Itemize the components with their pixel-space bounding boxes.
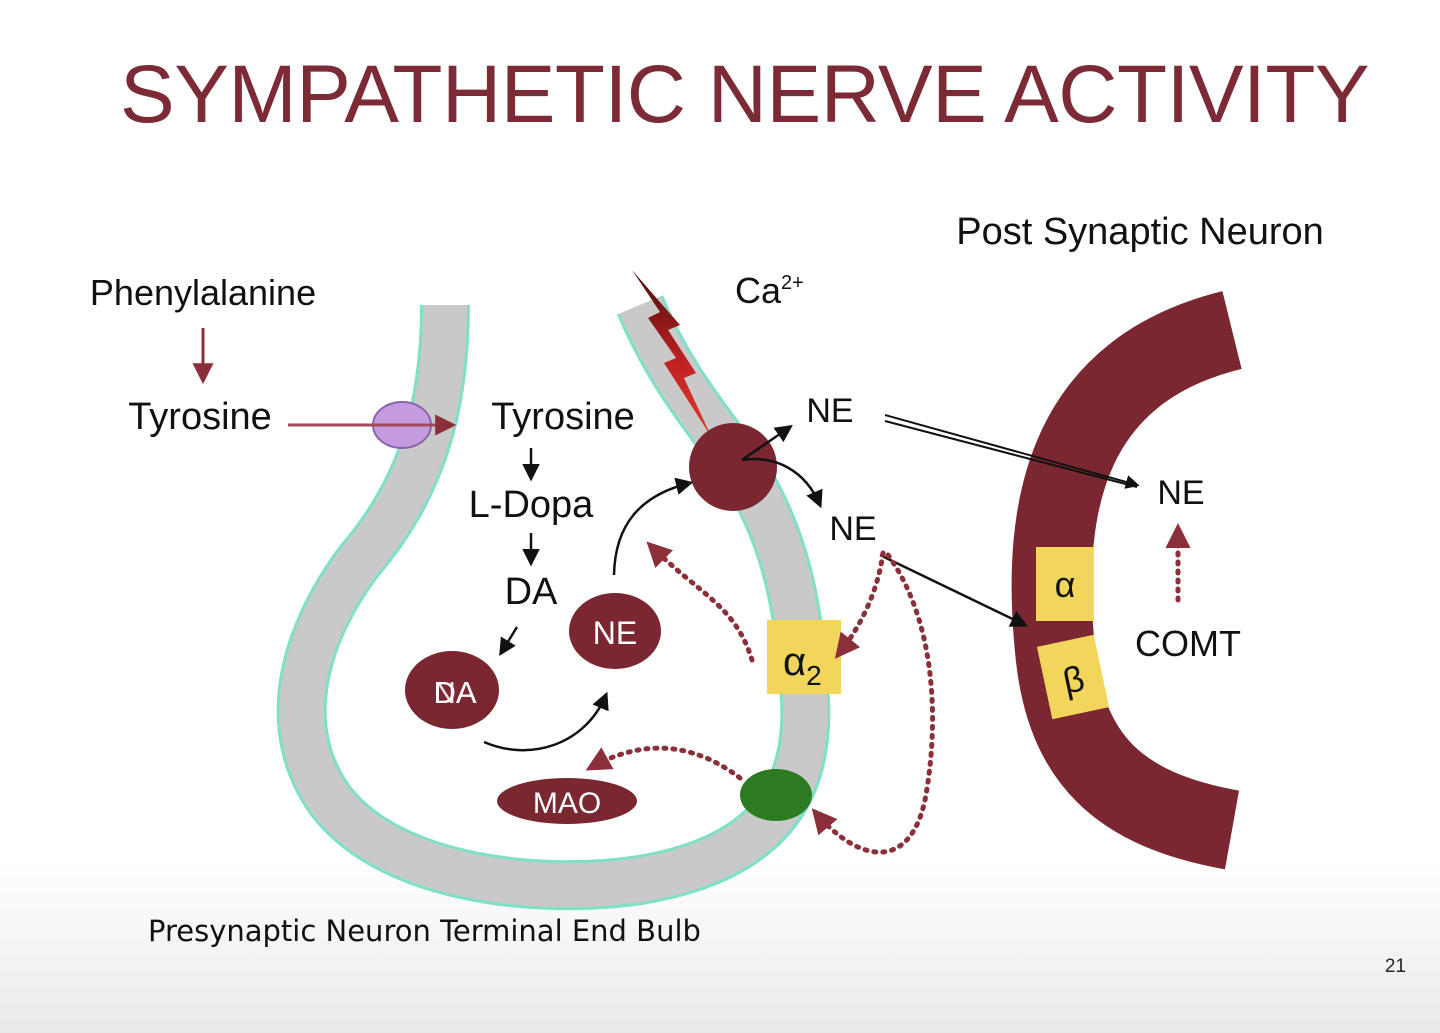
svg-text:NE: NE	[593, 615, 637, 651]
da-label: DA	[505, 571, 558, 613]
ne-vesicle: NE	[569, 593, 661, 669]
na-overlay-label: NA	[433, 675, 476, 710]
page-number: 21	[1384, 956, 1406, 977]
ne-released-mid-label: NE	[829, 510, 876, 548]
slide-bottom-fade	[0, 863, 1440, 1033]
synthesis-arrows	[192, 328, 694, 752]
alpha-receptor: α	[1036, 547, 1094, 621]
comt-label: COMT	[1135, 623, 1241, 664]
calcium-label: Ca2+	[735, 270, 804, 311]
svg-text:MAO: MAO	[533, 787, 601, 820]
reuptake-transporter	[740, 769, 812, 821]
slide-title: SYMPATHETIC NERVE ACTIVITY	[120, 49, 1370, 140]
mao-enzyme: MAO	[497, 778, 637, 824]
phenylalanine-label: Phenylalanine	[90, 272, 316, 313]
alpha2-autoreceptor: α2	[767, 620, 841, 694]
release-vesicle	[689, 423, 777, 511]
release-arrows	[741, 414, 1140, 627]
tyrosine-outside-label: Tyrosine	[128, 396, 272, 438]
tyrosine-inside-label: Tyrosine	[491, 396, 635, 438]
alpha-receptor-label: α	[1055, 564, 1076, 605]
post-synaptic-label: Post Synaptic Neuron	[956, 211, 1324, 253]
diagram-caption: Presynaptic Neuron Terminal End Bulb	[148, 914, 701, 948]
beta-receptor: β	[1036, 634, 1110, 720]
alpha2-receptor-label: α2	[783, 640, 822, 691]
feedback-dotted-arrows	[585, 523, 1191, 855]
ne-released-top-label: NE	[806, 392, 853, 430]
l-dopa-label: L-Dopa	[469, 484, 594, 526]
ne-postsynaptic-label: NE	[1157, 474, 1204, 512]
da-vesicle: DA NA	[405, 651, 499, 729]
action-potential-bolt-icon	[632, 270, 712, 438]
svg-text:DA: DA	[433, 675, 476, 710]
postsynaptic-membrane	[1011, 291, 1243, 870]
